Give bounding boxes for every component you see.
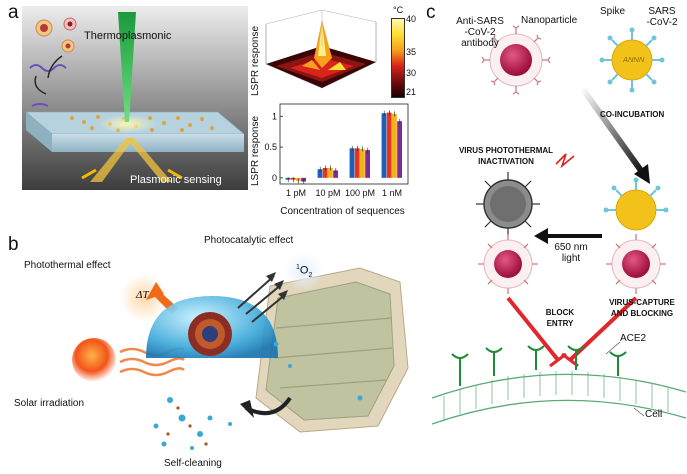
sars-label-line: -CoV-2 [646,17,678,28]
surface-plot-ylabel: LSPR response [250,25,261,96]
photothermal-inactivation-line: VIRUS PHOTOTHERMAL [458,146,554,155]
colorbar-tick: 40 [406,14,417,24]
bar-chart-xlabel: Concentration of sequences [280,206,405,217]
colorbar [391,18,405,98]
surface-plot [265,9,377,89]
block-entry-line: ENTRY [546,319,574,328]
singlet-oxygen-main: O [299,264,309,277]
panel-a-letter: a [8,2,19,23]
bar-chart: 0 0.5 1 1 pM 10 pM 100 pM 1 nM [264,103,409,198]
bar [381,113,387,178]
capture-blocking-line: AND BLOCKING [610,309,674,318]
photothermal-inactivation-line: INACTIVATION [478,157,534,166]
solar-irradiation-label: Solar irradiation [14,398,85,409]
y-tick-label: 1 [272,111,277,121]
inactivated-virus [476,172,540,294]
bar [354,148,360,178]
colorbar-tick: 21 [406,87,417,97]
block-entry-line: BLOCK [545,308,575,317]
capture-blocking-label: VIRUS-CAPTURE AND BLOCKING [598,297,686,319]
singlet-oxygen-label: 1O2 [296,264,312,279]
panel-c-letter: c [426,2,436,23]
photothermal-inactivation-label: VIRUS PHOTOTHERMAL INACTIVATION [440,145,572,167]
co-incubation-label: CO-INCUBATION [600,110,665,119]
bar [360,148,365,178]
spike-label: Spike [600,6,626,17]
photothermal-label: Photothermal effect [24,260,111,271]
plasmonic-sensing-label: Plasmonic sensing [130,174,222,186]
bar [349,148,355,178]
y-tick-label: 0 [272,173,277,183]
bar [397,121,402,178]
thermoplasmonic-label: Thermoplasmonic [84,30,172,42]
antibody-label: Anti-SARS -CoV-2 antibody [446,16,514,49]
nanoparticle-top [481,25,551,95]
self-cleaning-label: Self-cleaning [164,458,222,469]
delta-t-label: ΔT [136,289,149,301]
bar [322,168,328,178]
bar [386,112,392,178]
virus-inner-label: ANNN [623,55,645,64]
x-tick-label: 100 pM [345,188,375,198]
x-tick-label: 1 nM [382,188,402,198]
singlet-oxygen-sub: 2 [308,271,313,279]
colorbar-tick: 30 [406,68,417,78]
sars-label: SARS -CoV-2 [642,6,682,28]
bar [317,169,323,178]
nanoparticle-label: Nanoparticle [521,15,578,26]
cell-label: Cell [645,409,663,420]
bar [365,150,370,178]
light-label-line: 650 nm [554,242,588,253]
virus-top [599,27,665,93]
panel-b-letter: b [8,234,19,255]
bar [333,170,338,178]
x-tick-label: 1 pM [286,188,306,198]
y-tick-label: 0.5 [264,142,277,152]
sars-label-line: SARS [648,6,676,17]
x-tick-label: 10 pM [315,188,340,198]
photocatalytic-label: Photocatalytic effect [204,235,294,246]
plot-frame [279,103,409,185]
bar [392,113,397,178]
bar [328,168,333,178]
light-label-line: light [561,253,581,264]
thermoplasmonic-illustration [22,6,248,190]
colorbar-unit: °C [393,5,404,15]
antibody-label-line: -CoV-2 [464,27,496,38]
antibody-label-line: Anti-SARS [456,16,504,27]
block-entry-label: BLOCK ENTRY [540,307,580,329]
captured-complex [603,177,669,294]
singlet-oxygen-sup: 1 [296,264,300,271]
bar-chart-ylabel: LSPR response [250,115,261,186]
light-label: 650 nm light [546,242,596,264]
ace2-label: ACE2 [620,333,647,344]
virus-capture-diagram [431,25,686,425]
mask-illustration [72,252,409,450]
colorbar-tick: 35 [406,47,417,57]
capture-blocking-line: VIRUS-CAPTURE [609,298,675,307]
antibody-label-line: antibody [461,38,499,49]
